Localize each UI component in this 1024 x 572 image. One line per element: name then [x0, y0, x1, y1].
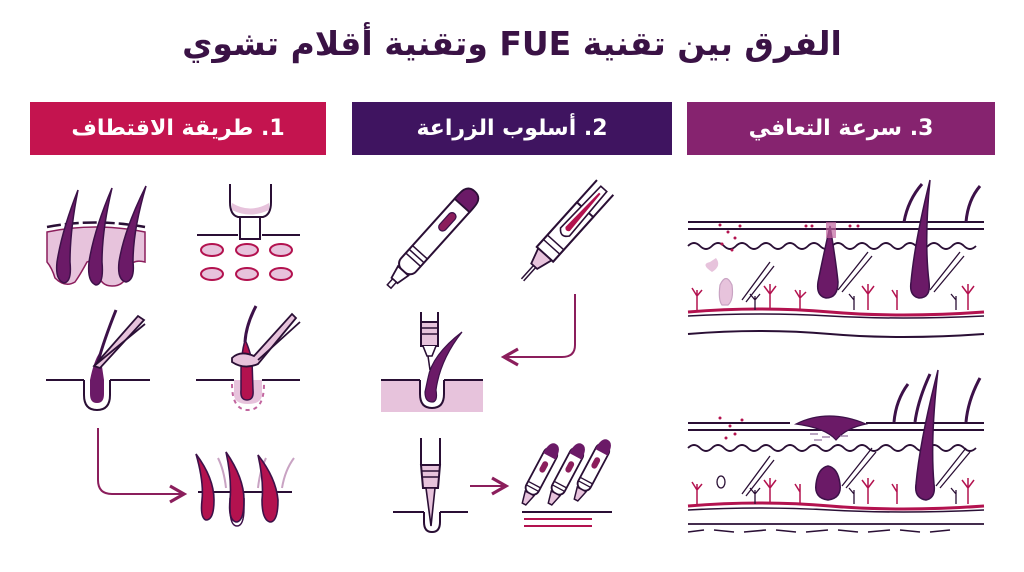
implanter-pen-icon [386, 187, 480, 290]
tweezers-grasping-icon [46, 309, 150, 412]
skin-cross-section-bottom-icon [687, 369, 985, 533]
section-header-label: 2. أسلوب الزراعة [416, 116, 608, 141]
section-header-implantation: 2. أسلوب الزراعة [352, 102, 672, 155]
section-header-extraction: 1. طريقة الاقتطاف [30, 102, 326, 155]
multiple-pens-icon [521, 439, 612, 527]
loaded-implanter-pen-icon [520, 179, 615, 282]
section-header-label: 3. سرعة التعافي [748, 116, 934, 141]
hair-follicles-icon [46, 185, 147, 287]
section-header-recovery: 3. سرعة التعافي [687, 102, 995, 155]
arrow-icon [97, 428, 188, 504]
skin-cross-section-top-icon [687, 179, 985, 338]
tweezers-extracting-icon [196, 305, 301, 412]
punch-tool-icon [197, 184, 300, 281]
page-title: الفرق بين تقنية FUE وتقنية أقلام تشوي [182, 24, 842, 63]
section-header-label: 1. طريقة الاقتطاف [71, 116, 285, 141]
transplanted-hairs-icon [195, 451, 295, 527]
pen-implanting-icon [381, 312, 483, 412]
arrow-icon [500, 294, 576, 367]
pen-needle-in-skin-icon [393, 438, 468, 534]
